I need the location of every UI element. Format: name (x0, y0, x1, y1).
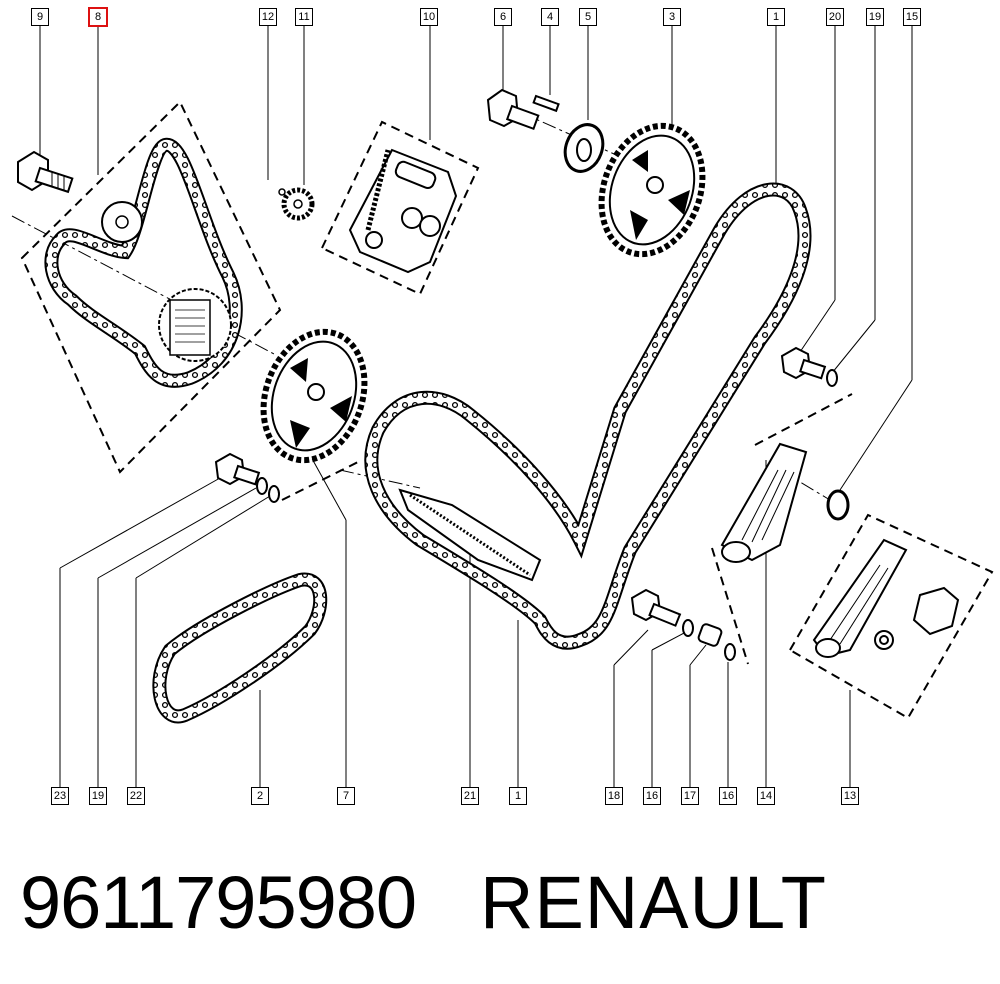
callout-22[interactable]: 22 (127, 787, 145, 805)
washer-22 (268, 485, 280, 503)
callout-21[interactable]: 21 (461, 787, 479, 805)
sprocket-3 (598, 122, 706, 258)
callout-16-a[interactable]: 16 (643, 787, 661, 805)
callout-14[interactable]: 14 (757, 787, 775, 805)
callout-15[interactable]: 15 (903, 8, 921, 26)
leader-lines (39, 25, 913, 787)
bolt-18 (630, 588, 682, 627)
callout-1-bottom[interactable]: 1 (509, 787, 527, 805)
pin-12 (278, 188, 286, 196)
callout-2[interactable]: 2 (251, 787, 269, 805)
pin-4 (532, 94, 560, 113)
callout-4[interactable]: 4 (541, 8, 559, 26)
callout-6[interactable]: 6 (494, 8, 512, 26)
washer-19 (256, 477, 268, 495)
chain-8 (44, 138, 243, 388)
callout-11[interactable]: 11 (295, 8, 313, 26)
bolt-23 (214, 452, 261, 486)
callout-13[interactable]: 13 (841, 787, 859, 805)
brand-name: RENAULT (480, 861, 827, 944)
part-number: 9611795980 (20, 861, 417, 944)
chain-1 (364, 182, 812, 650)
chain-2 (152, 572, 328, 724)
tensioner-shoe-14 (720, 442, 808, 563)
callout-18[interactable]: 18 (605, 787, 623, 805)
washer-19-upper (826, 369, 838, 387)
callout-8-selected[interactable]: 8 (89, 8, 107, 26)
spacer-17 (697, 623, 723, 647)
callout-12[interactable]: 12 (259, 8, 277, 26)
guide-21 (398, 488, 542, 582)
bolt-6 (486, 88, 540, 131)
tensioner-10 (348, 148, 458, 274)
callout-19-top[interactable]: 19 (866, 8, 884, 26)
washer-16-b (724, 643, 736, 661)
callout-19-bottom[interactable]: 19 (89, 787, 107, 805)
shoe-kit-13 (812, 538, 960, 658)
group-outlines (20, 100, 994, 720)
callout-9[interactable]: 9 (31, 8, 49, 26)
callout-5[interactable]: 5 (579, 8, 597, 26)
timing-chain-exploded-diagram (11, 25, 994, 787)
callout-10[interactable]: 10 (420, 8, 438, 26)
callout-1-top[interactable]: 1 (767, 8, 785, 26)
washer-16-a (682, 619, 694, 637)
bolt-9 (17, 150, 74, 194)
callout-17[interactable]: 17 (681, 787, 699, 805)
sprocket-11 (281, 187, 315, 221)
callout-16-b[interactable]: 16 (719, 787, 737, 805)
callout-23[interactable]: 23 (51, 787, 69, 805)
sprocket-7 (260, 328, 368, 464)
bolt-20 (780, 346, 827, 380)
washer-5 (563, 123, 605, 173)
callout-3[interactable]: 3 (663, 8, 681, 26)
bushing-15 (826, 489, 850, 521)
callout-20[interactable]: 20 (826, 8, 844, 26)
callout-7[interactable]: 7 (337, 787, 355, 805)
